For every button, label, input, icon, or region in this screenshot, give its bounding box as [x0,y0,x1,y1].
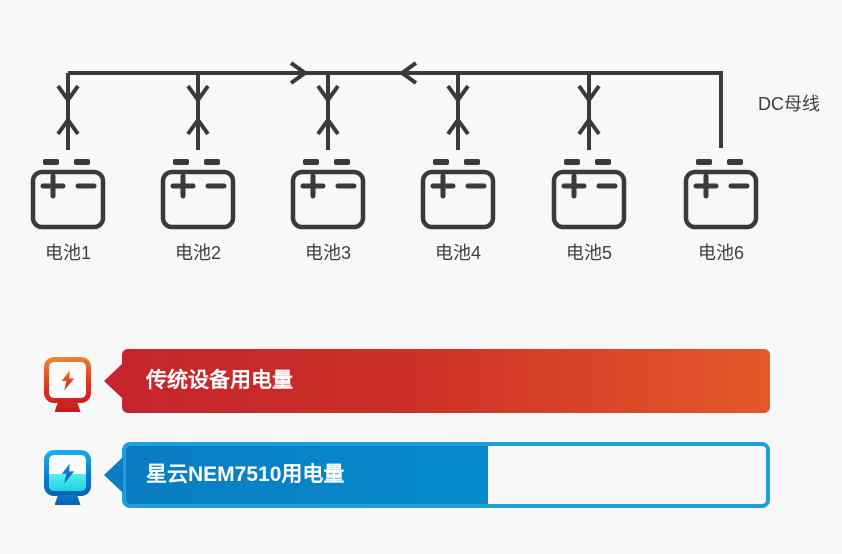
battery-icon [683,159,759,230]
traditional-power-meter-icon [44,357,91,413]
battery-terminal-positive [43,159,59,165]
meter-foot [54,495,81,505]
battery-polarity-marks [170,173,227,199]
notch-triangle [104,457,123,493]
battery-label: 电池4 [435,243,481,263]
dc-bus-label: DC母线 [758,94,820,114]
battery-label: 电池5 [566,243,612,263]
battery-body [160,169,236,230]
meter-frame [44,450,91,496]
flow-arrow-up-icon [186,116,210,136]
traditional-usage-label: 传统设备用电量 [146,369,293,392]
battery-terminal-negative [727,159,743,165]
battery-body [420,169,496,230]
battery-body [30,169,106,230]
meter-foot [54,402,81,412]
battery-icon [290,159,366,230]
battery-label: 电池2 [175,243,221,263]
flow-arrow-down-icon [577,84,601,104]
meter-level-fill [49,474,86,491]
battery-icon [551,159,627,230]
dc-bus-line [68,71,723,148]
battery-terminal-negative [204,159,220,165]
flow-arrow-down-icon [56,84,80,104]
battery-icon [30,159,106,230]
traditional-bar-notch [104,363,123,399]
battery-terminal-negative [334,159,350,165]
flow-arrow-down-icon [186,84,210,104]
battery-terminal-negative [595,159,611,165]
battery-terminal-positive [696,159,712,165]
flow-arrow-up-icon [316,116,340,136]
nebula-bar-fill [126,446,489,504]
battery-body [551,169,627,230]
flow-arrow-down-icon [316,84,340,104]
traditional-usage-bar: 传统设备用电量 [122,349,770,413]
battery-body [290,169,366,230]
battery-polarity-marks [40,173,97,199]
nebula-usage-label: 星云NEM7510用电量 [146,463,345,486]
battery-terminal-positive [303,159,319,165]
flow-arrow-up-icon [577,116,601,136]
meter-screen [49,362,86,398]
battery-polarity-marks [300,173,357,199]
battery-label: 电池3 [305,243,351,263]
battery-terminal-negative [74,159,90,165]
lightning-bolt-icon [61,463,74,483]
bus-flow-arrow-right-icon [289,61,309,85]
battery-icon [160,159,236,230]
battery-label: 电池1 [45,243,91,263]
dc-bus-diagram: DC母线 电池1 电池2 电池3 电池4 电池5 电池6 [30,61,820,263]
nebula-usage-bar: 星云NEM7510用电量 [122,442,770,508]
battery-polarity-marks [693,173,750,199]
battery-terminal-positive [433,159,449,165]
nebula-bar-notch [104,457,123,493]
flow-arrow-down-icon [446,84,470,104]
battery-terminal-positive [564,159,580,165]
notch-triangle [104,363,123,399]
bus-flow-arrow-left-icon [398,61,418,85]
battery-icon [420,159,496,230]
lightning-bolt-icon [61,370,74,390]
nebula-power-meter-icon [44,450,91,506]
battery-polarity-marks [561,173,618,199]
flow-arrow-up-icon [446,116,470,136]
meter-frame [44,357,91,403]
battery-terminal-positive [173,159,189,165]
battery-body [683,169,759,230]
battery-polarity-marks [430,173,487,199]
battery-label: 电池6 [698,243,744,263]
flow-arrow-up-icon [56,116,80,136]
meter-screen [49,455,86,491]
battery-terminal-negative [464,159,480,165]
